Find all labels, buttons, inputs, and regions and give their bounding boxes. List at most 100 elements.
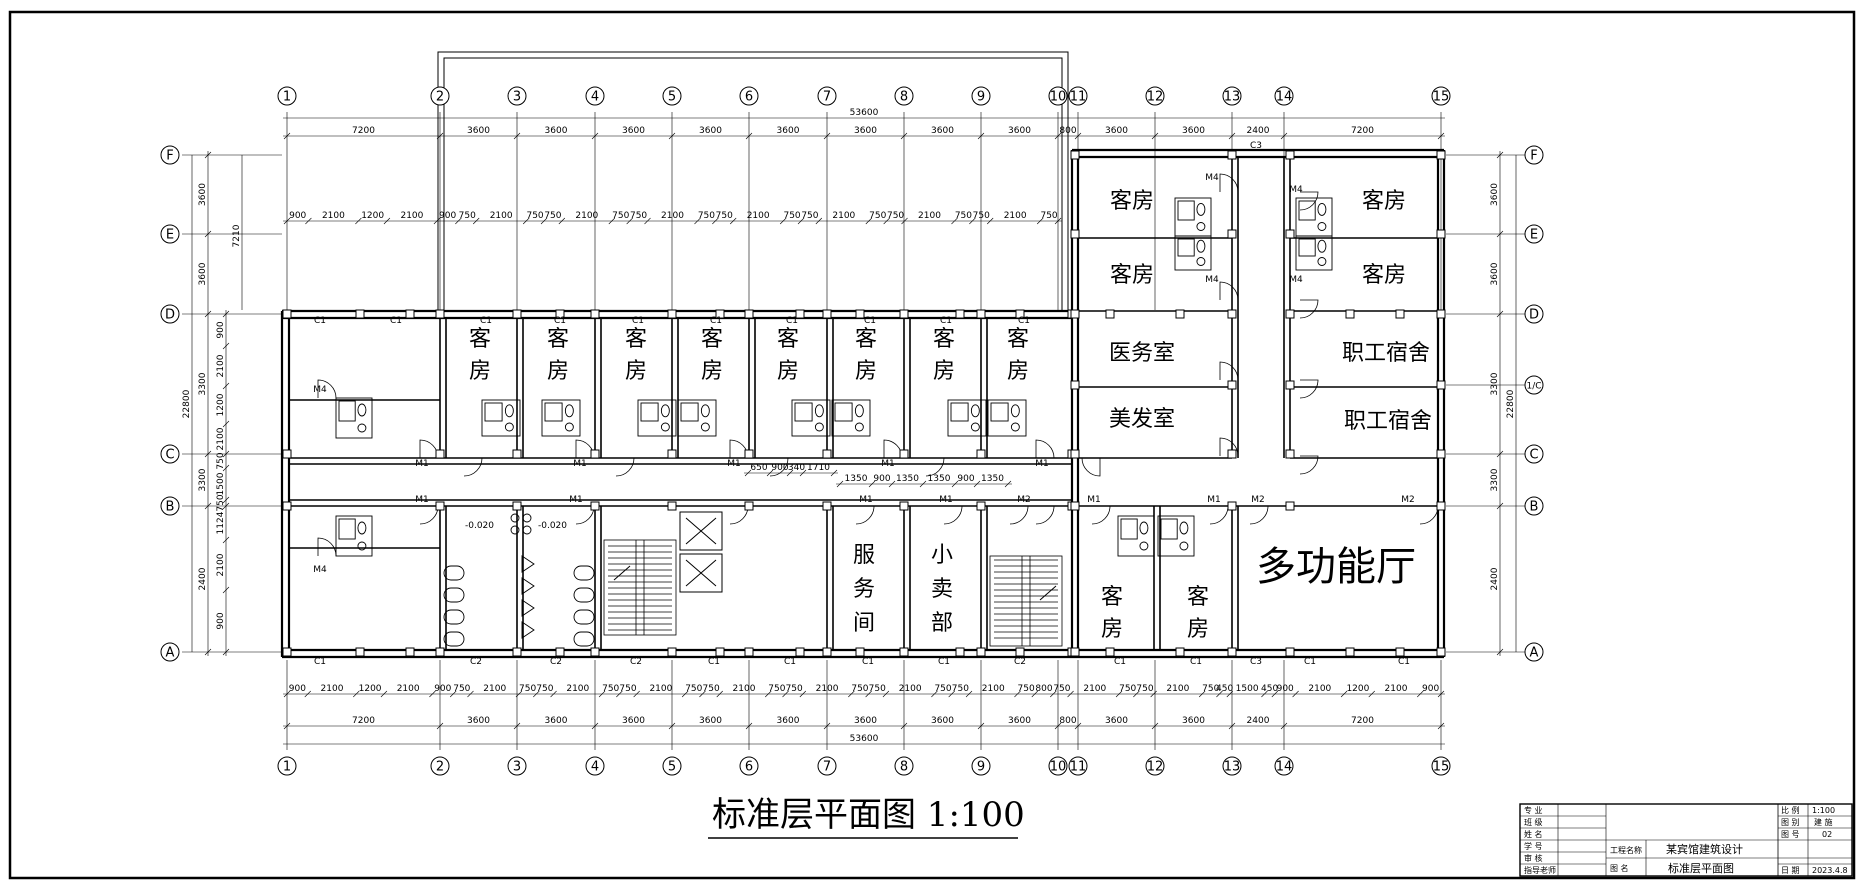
- bottom-bay-tick: [436, 722, 444, 730]
- column: [1436, 380, 1446, 390]
- bathtub: [484, 402, 503, 422]
- bathtub: [1160, 518, 1178, 540]
- bottom-detail-tick: [353, 690, 360, 698]
- column: [1227, 229, 1237, 239]
- corridor-mid-label: 1350: [896, 474, 919, 484]
- door-swing: [883, 439, 903, 459]
- bathroom-enclosure: [335, 397, 373, 439]
- bottom-bay-tick: [900, 722, 908, 730]
- column: [1285, 380, 1295, 390]
- bottom-detail-label: 900: [1422, 684, 1439, 694]
- axis-bubble-col: [971, 86, 991, 106]
- axis-bubble-col: [277, 86, 297, 106]
- door-swing: [1299, 455, 1319, 475]
- door-swing: [317, 537, 337, 557]
- right-row-label: 3300: [1490, 468, 1500, 491]
- stairwell-left: [603, 539, 677, 636]
- bottom-detail-label: 2100: [1385, 684, 1408, 694]
- bottom-bay-label: 3600: [1008, 716, 1031, 726]
- bottom-detail-label: 2100: [1166, 684, 1189, 694]
- project-label: 工程名称: [1610, 845, 1642, 855]
- axis-label-col: 4: [591, 90, 599, 105]
- bottom-detail-label: 750: [453, 684, 470, 694]
- axis-label-row: E: [1530, 228, 1538, 243]
- left-row-label: 3300: [198, 372, 208, 395]
- window-tag-c1: C1: [862, 657, 874, 667]
- guest-room-label-char1: 客: [547, 327, 569, 352]
- left-row-tick: [204, 151, 212, 159]
- corridor-left-tick: [786, 469, 794, 477]
- bottom-bay-label: 3600: [699, 716, 722, 726]
- toilet: [1139, 521, 1149, 535]
- sink: [510, 513, 520, 523]
- bottom-bay-label: 3600: [777, 716, 800, 726]
- role-major: 专 业: [1524, 805, 1543, 815]
- guest-room-label-char2: 房: [701, 359, 723, 384]
- level-mark-2: -0.020: [538, 521, 567, 531]
- bathroom-enclosure: [987, 399, 1027, 437]
- shop-label: 部: [931, 611, 953, 636]
- bottom-detail-label: 450: [1261, 684, 1278, 694]
- axis-label-col: 11: [1070, 90, 1087, 105]
- service-room-label: 服: [853, 543, 875, 568]
- axis-bubble-col: [1048, 86, 1068, 106]
- axis-bubble-col: [1222, 756, 1242, 776]
- structural-columns: [282, 150, 1446, 657]
- guest-room-label-char1: 客: [1101, 585, 1123, 610]
- top-detail-tick: [694, 217, 701, 225]
- bottom-detail-label: 750: [851, 684, 868, 694]
- toilet: [1317, 239, 1327, 253]
- column: [1285, 309, 1295, 319]
- category-value: 建 施: [1814, 817, 1833, 827]
- axis-label-row: A: [166, 646, 175, 661]
- door-swing: [1219, 281, 1239, 301]
- toilet: [504, 404, 514, 418]
- axis-bubble-col: [1068, 86, 1088, 106]
- door-swing: [1299, 191, 1319, 211]
- toilet: [854, 404, 864, 418]
- bottom-detail-tick: [633, 690, 640, 698]
- top-detail-tick: [540, 217, 548, 225]
- guest-room-label-char1: 客: [933, 327, 955, 352]
- axis-bubble-row: [160, 224, 180, 244]
- column: [590, 309, 600, 319]
- column: [715, 647, 725, 657]
- window-tag-c2: C2: [630, 657, 642, 667]
- bottom-detail-label: 2100: [649, 684, 672, 694]
- bottom-detail-label: 2100: [816, 684, 839, 694]
- door-swing: [1219, 173, 1239, 193]
- column: [435, 501, 445, 511]
- corridor-mid-label: 1350: [845, 474, 868, 484]
- axis-bubble-row: [160, 304, 180, 324]
- staff-dorm-label: 职工宿舍: [1344, 409, 1432, 434]
- right-row-label: 3600: [1490, 183, 1500, 206]
- top-detail-label: 750: [1040, 211, 1057, 221]
- window-tag-c1: C1: [1114, 657, 1126, 667]
- bottom-detail-tick: [380, 690, 388, 698]
- column: [1395, 309, 1405, 319]
- corridor-mid-tick: [951, 480, 959, 488]
- bathroom-enclosure: [541, 399, 581, 437]
- medical-room-label: 医务室: [1109, 341, 1175, 366]
- guest-room-label-char2: 房: [855, 359, 877, 384]
- toilet: [357, 403, 367, 417]
- window-tag-c1: C1: [786, 316, 798, 326]
- top-detail-label: 750: [544, 211, 561, 221]
- top-detail-label: 2100: [918, 211, 941, 221]
- bottom-detail-tick: [533, 690, 540, 698]
- axis-label-col: 1: [283, 760, 291, 775]
- axis-bubble-col: [507, 756, 527, 776]
- bottom-detail-label: 1500: [1236, 684, 1259, 694]
- axis-label-col: 14: [1276, 90, 1293, 105]
- axis-bubble-col: [1222, 86, 1242, 106]
- date-value: 2023.4.8: [1812, 866, 1848, 875]
- axis-label-col: 10: [1050, 90, 1067, 105]
- axis-bubble-row: [1524, 304, 1544, 324]
- bathroom-enclosure: [831, 399, 871, 437]
- column: [1105, 647, 1115, 657]
- axis-label-row: C: [1529, 448, 1538, 463]
- axis-label-col: 8: [900, 90, 908, 105]
- top-detail-label: 2100: [1004, 211, 1027, 221]
- column: [667, 501, 677, 511]
